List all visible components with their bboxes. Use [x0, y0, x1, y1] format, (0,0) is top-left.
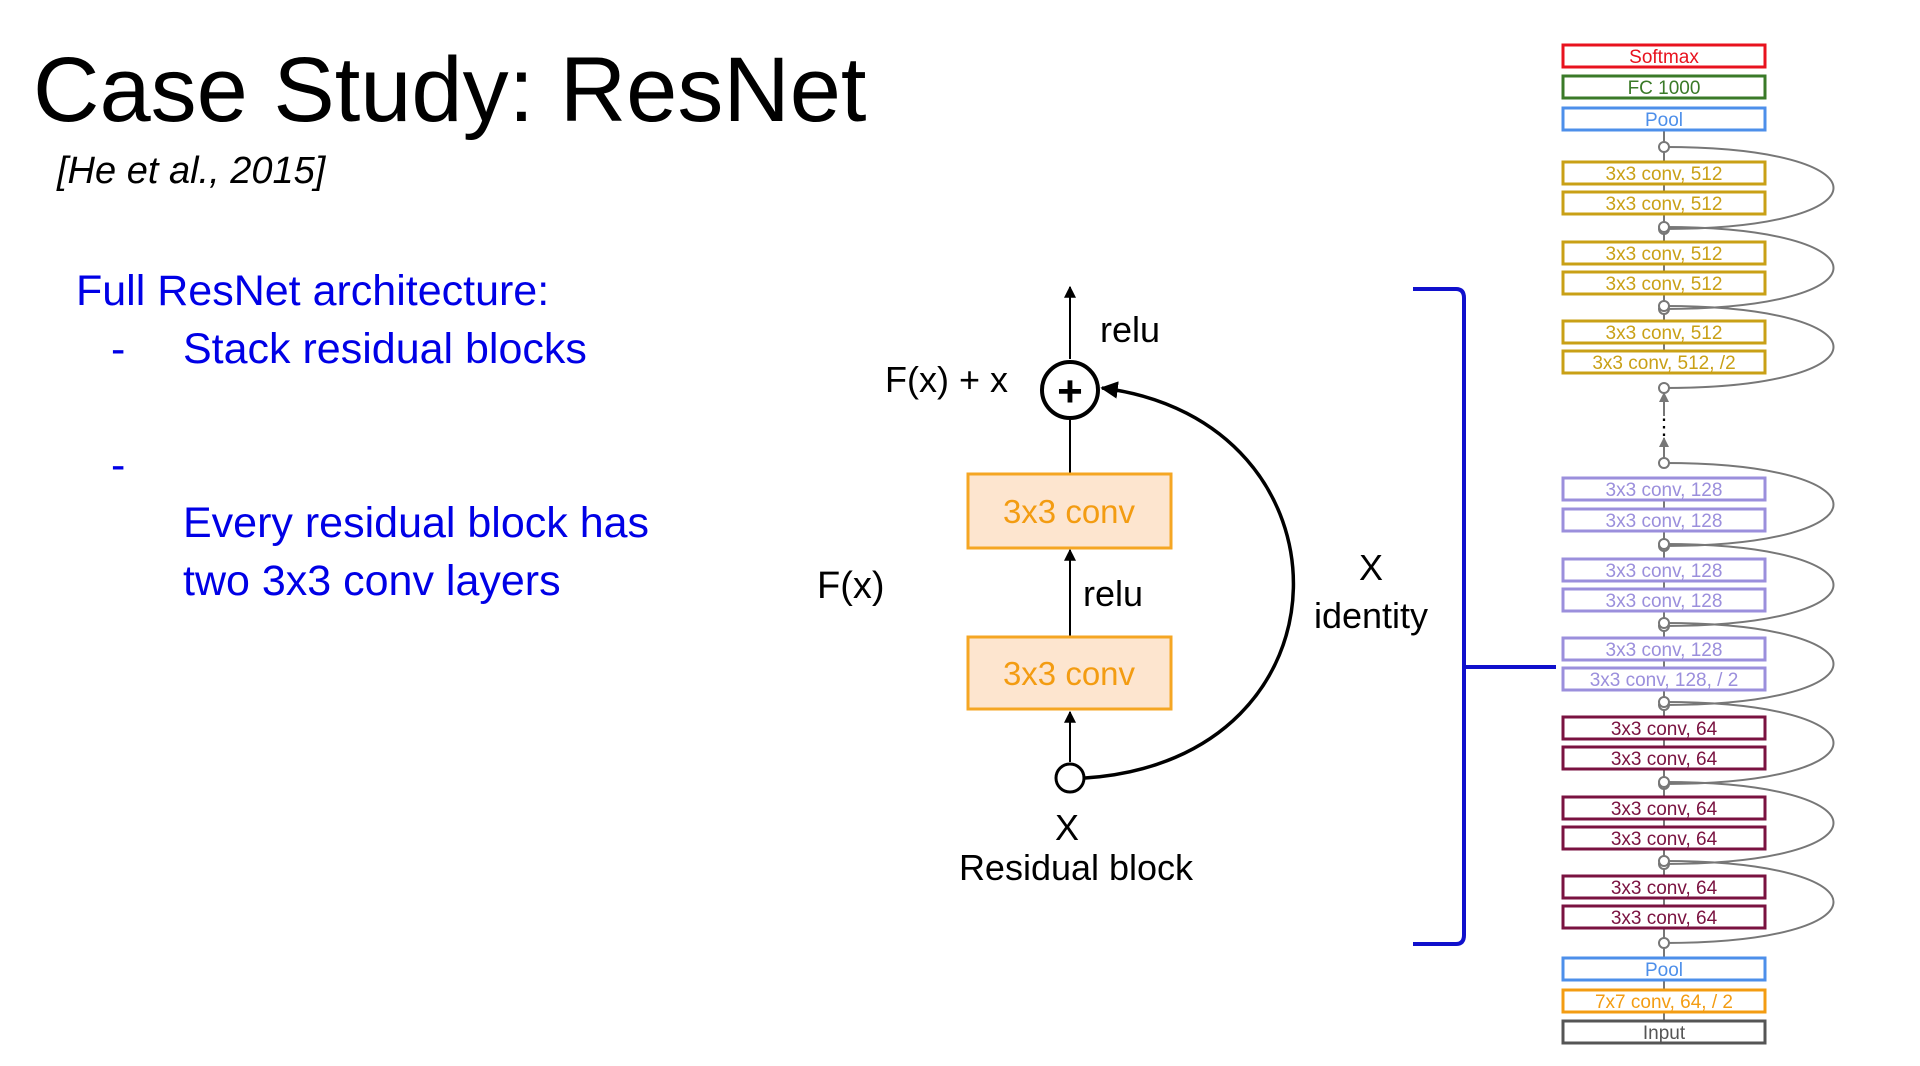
fx-label: F(x): [817, 565, 885, 607]
layer-label: 3x3 conv, 64: [1611, 719, 1718, 740]
layer-label: Pool: [1645, 110, 1683, 131]
layer-box: [1561, 240, 1767, 266]
layer-box: [1561, 270, 1767, 296]
bullet-item-2: - Every residual block has two 3x3 conv …: [76, 378, 649, 610]
conv-top-label: 3x3 conv: [1003, 493, 1136, 530]
layer-box: [1561, 904, 1767, 930]
bullet-item-1: - Stack residual blocks: [76, 320, 649, 378]
junction-node: [1658, 937, 1670, 949]
layer-label: 3x3 conv, 64: [1611, 799, 1718, 820]
layer-box: [1561, 190, 1767, 216]
plus-icon: +: [1057, 367, 1083, 416]
layer-box: [1561, 825, 1767, 851]
block-bracket: [1413, 287, 1466, 946]
skip-connection: [1663, 701, 1835, 785]
junction-node: [1658, 855, 1670, 867]
layer-label: 3x3 conv, 512: [1606, 194, 1723, 215]
layer-label: 3x3 conv, 128: [1606, 640, 1723, 661]
conv-top-box: [966, 472, 1173, 550]
skip-connection: [1663, 622, 1835, 706]
identity-skip-arrow: [1084, 381, 1296, 780]
architecture-section: Full ResNet architecture: - Stack residu…: [76, 262, 649, 610]
layer-box: [1561, 160, 1767, 186]
layer-label: Pool: [1645, 960, 1683, 981]
junction-node: [1658, 221, 1670, 233]
layer-box: [1561, 476, 1767, 502]
layer-label: 3x3 conv, 512: [1606, 323, 1723, 344]
junction-node: [1658, 382, 1670, 394]
bullet-marker: -: [111, 441, 126, 489]
layer-label: 3x3 conv, 512, /2: [1592, 353, 1735, 374]
layer-label: 3x3 conv, 512: [1606, 164, 1723, 185]
layer-label: FC 1000: [1628, 78, 1701, 99]
skip-connection: [1663, 462, 1835, 547]
mid-relu-label: relu: [1083, 573, 1143, 614]
layer-label: 7x7 conv, 64, / 2: [1595, 992, 1733, 1013]
layer-box: [1561, 874, 1767, 900]
layer-box: [1561, 715, 1767, 741]
skip-connection: [1663, 860, 1835, 944]
output-label: F(x) + x: [885, 359, 1008, 400]
layer-box: [1561, 636, 1767, 662]
layer-label: 3x3 conv, 128: [1606, 591, 1723, 612]
layer-box: [1561, 557, 1767, 583]
junction-node: [1658, 457, 1670, 469]
bullet-text: Every residual block has two 3x3 conv la…: [183, 499, 650, 605]
layer-label: 3x3 conv, 64: [1611, 829, 1718, 850]
layer-box: [1561, 956, 1767, 982]
layer-box: [1561, 745, 1767, 771]
layer-box: [1561, 349, 1767, 375]
layer-box: [1561, 43, 1767, 69]
skip-connection: [1663, 543, 1835, 627]
layer-label: 3x3 conv, 128, / 2: [1590, 670, 1739, 691]
skip-connection: [1663, 781, 1835, 865]
bullet-text: Stack residual blocks: [183, 325, 587, 373]
skip-connection: [1663, 226, 1835, 310]
junction-node: [1658, 696, 1670, 708]
layer-box: [1561, 507, 1767, 533]
conv-bottom-box: [966, 635, 1173, 711]
layer-label: 3x3 conv, 128: [1606, 480, 1723, 501]
architecture-heading: Full ResNet architecture:: [76, 267, 550, 315]
layer-label: 3x3 conv, 64: [1611, 749, 1718, 770]
layer-label: 3x3 conv, 512: [1606, 274, 1723, 295]
conv-bottom-label: 3x3 conv: [1003, 655, 1136, 692]
layer-box: [1561, 795, 1767, 821]
junction-node: [1658, 538, 1670, 550]
layer-label: Input: [1643, 1023, 1686, 1044]
input-node: [1054, 762, 1086, 794]
layer-label: 3x3 conv, 64: [1611, 908, 1718, 929]
input-x-label: X: [1055, 807, 1079, 848]
junction-node: [1658, 617, 1670, 629]
skip-connection: [1663, 305, 1835, 389]
layer-box: [1561, 1019, 1767, 1045]
citation: [He et al., 2015]: [57, 150, 326, 192]
layer-label: Softmax: [1629, 47, 1699, 68]
layer-label: 3x3 conv, 512: [1606, 244, 1723, 265]
layer-box: [1561, 74, 1767, 100]
top-relu-label: relu: [1100, 309, 1160, 350]
layer-box: [1561, 587, 1767, 613]
junction-node: [1658, 141, 1670, 153]
skip-connection: [1663, 146, 1835, 230]
junction-node: [1658, 300, 1670, 312]
layer-box: [1561, 666, 1767, 692]
layer-box: [1561, 319, 1767, 345]
bullet-marker: -: [111, 325, 126, 373]
addition-node: [1040, 360, 1100, 420]
identity-x-label: X: [1359, 547, 1383, 588]
layer-label: 3x3 conv, 128: [1606, 511, 1723, 532]
layer-box: [1561, 988, 1767, 1014]
slide-title: Case Study: ResNet: [33, 39, 867, 141]
layer-label: 3x3 conv, 64: [1611, 878, 1718, 899]
junction-node: [1658, 776, 1670, 788]
layer-box: [1561, 106, 1767, 132]
identity-label: identity: [1314, 595, 1428, 636]
residual-block: relu F(x) + x + 3x3 conv relu F(x) 3x3 c…: [817, 285, 1428, 888]
ellipsis-dots: ⋮: [1653, 414, 1675, 439]
residual-block-caption: Residual block: [959, 847, 1194, 888]
layer-label: 3x3 conv, 128: [1606, 561, 1723, 582]
